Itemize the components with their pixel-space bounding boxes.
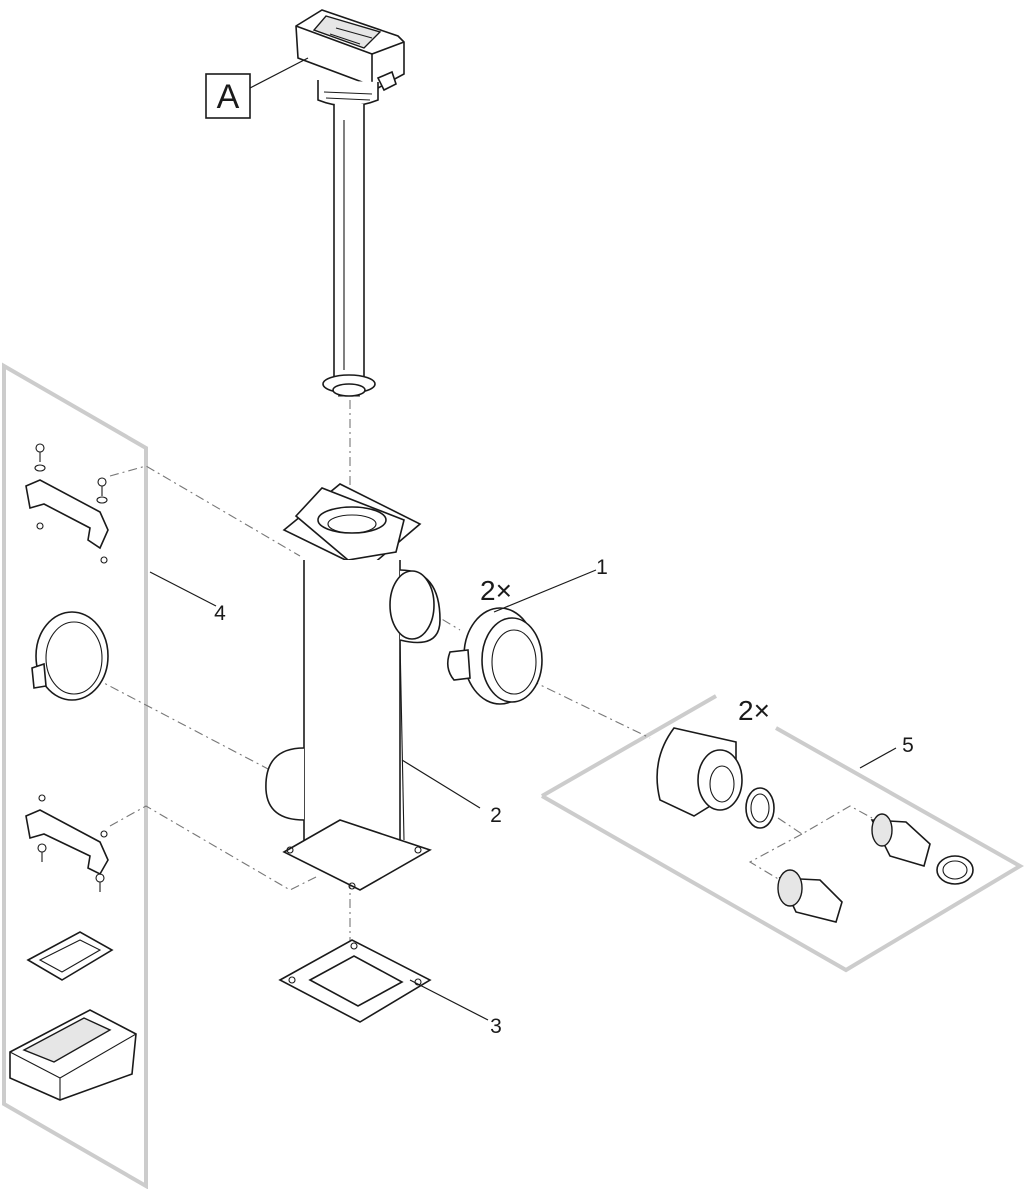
accessory-items bbox=[9, 443, 137, 1101]
callout-a-box bbox=[205, 73, 251, 119]
base-gasket bbox=[278, 939, 432, 1023]
leader-lines bbox=[149, 57, 897, 1021]
part-number-2: 2 bbox=[490, 804, 502, 827]
main-housing bbox=[265, 483, 441, 891]
union-nut bbox=[446, 607, 543, 705]
assembly-axes bbox=[59, 400, 873, 945]
part-number-5: 5 bbox=[902, 734, 914, 757]
quantity-label-part-1: 2× bbox=[480, 575, 512, 606]
adapter-kit-panel-frame bbox=[541, 694, 1024, 973]
uv-lamp-sleeve bbox=[322, 104, 376, 397]
part-number-1: 1 bbox=[596, 556, 608, 579]
part-number-3: 3 bbox=[490, 1015, 502, 1038]
callout-a-label: A bbox=[217, 78, 240, 116]
quantity-label-part-5: 2× bbox=[738, 695, 770, 726]
hose-tail-2 bbox=[777, 869, 843, 923]
part-number-4: 4 bbox=[214, 602, 226, 625]
hose-adapter bbox=[656, 727, 775, 829]
accessory-panel-frame bbox=[2, 362, 148, 1189]
uv-controller-unit bbox=[295, 9, 405, 107]
hose-tail-1 bbox=[870, 813, 974, 885]
